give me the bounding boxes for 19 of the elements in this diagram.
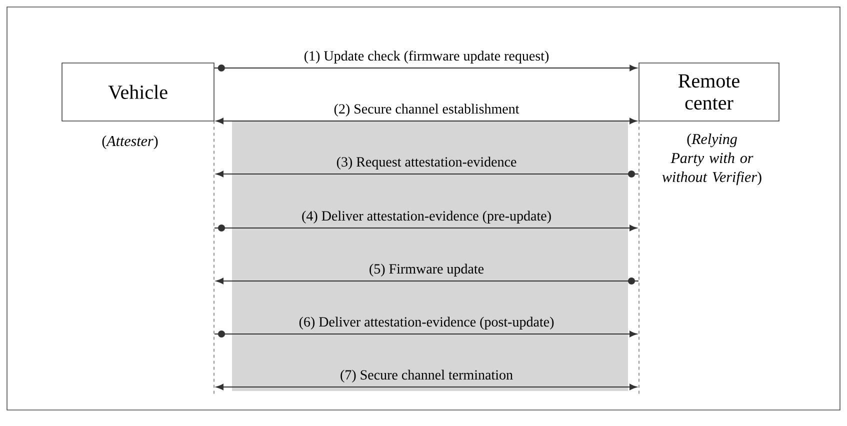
participant-box: Vehicle — [62, 62, 214, 122]
edge-label: (6) Deliver attestation-evidence (post-update) — [299, 316, 554, 330]
arrow — [216, 170, 639, 178]
role-label: (Attester) — [102, 136, 158, 150]
role-label: (Relying Party with or without Verifier) — [662, 134, 762, 186]
arrow — [216, 384, 637, 390]
edge-label: (4) Deliver attestation-evidence (pre-update) — [302, 210, 551, 224]
arrow — [216, 118, 637, 124]
edge-label: (3) Request attestation-evidence — [336, 156, 516, 170]
arrow — [214, 64, 638, 72]
arrow — [214, 330, 637, 338]
edge-label: (2) Secure channel establishment — [334, 104, 520, 116]
edge-label: (5) Firmware update — [370, 264, 484, 276]
edge-label: (7) Secure channel termination — [340, 370, 513, 382]
arrow — [216, 278, 639, 284]
edge-label: (1) Update check (firmware update request) — [304, 50, 549, 64]
arrow — [214, 224, 637, 232]
participant-box: Remote center — [638, 62, 780, 122]
lifeline — [638, 120, 640, 396]
